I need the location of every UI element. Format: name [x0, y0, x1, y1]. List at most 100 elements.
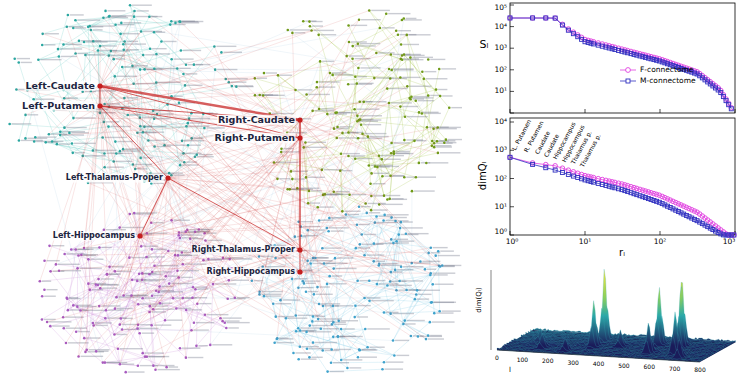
tiny-label-mark	[136, 16, 157, 17]
network-node-dot	[153, 31, 156, 34]
network-node-dot	[400, 43, 403, 46]
network-node-dot	[436, 140, 439, 143]
network-link	[50, 246, 110, 267]
network-node-dot	[108, 15, 111, 18]
tiny-label-mark	[174, 58, 194, 59]
network-node-dot	[353, 316, 356, 319]
tiny-label-mark	[108, 309, 124, 310]
tiny-label-mark	[12, 123, 32, 124]
tiny-label-mark	[179, 68, 190, 69]
network-node-dot	[425, 162, 428, 165]
network-node-dot	[388, 68, 391, 71]
tiny-label-mark	[384, 368, 403, 369]
tiny-label-mark	[225, 320, 240, 321]
network-link	[76, 51, 111, 54]
tiny-label-mark	[435, 284, 454, 285]
network-link	[186, 289, 196, 357]
tiny-label-mark	[188, 357, 203, 358]
tiny-label-mark	[27, 138, 47, 139]
network-link	[411, 99, 446, 140]
network-node-dot	[177, 254, 180, 257]
tiny-label-mark	[343, 328, 355, 329]
network-link	[73, 305, 105, 318]
network-link	[87, 285, 96, 350]
tiny-label-mark	[44, 296, 56, 297]
tiny-label-mark	[46, 289, 57, 290]
network-node-dot	[401, 19, 404, 22]
network-node-dot	[192, 286, 195, 289]
network-node-dot	[160, 40, 163, 43]
tiny-label-mark	[93, 29, 103, 30]
tiny-label-mark	[412, 97, 434, 98]
tiny-label-mark	[325, 305, 339, 306]
network-node-dot	[51, 140, 54, 143]
network-link	[43, 27, 67, 34]
network-node-dot	[379, 27, 382, 30]
network-node-dot	[373, 242, 376, 245]
tiny-label-mark	[404, 55, 425, 56]
network-node-dot	[174, 22, 177, 25]
network-link	[323, 281, 358, 306]
tiny-label-mark	[315, 342, 337, 343]
network-link	[391, 266, 439, 272]
tiny-label-mark	[217, 69, 237, 70]
tiny-label-mark	[145, 297, 155, 298]
network-node-dot	[427, 58, 430, 61]
tiny-label-mark	[78, 53, 88, 54]
tiny-label-mark	[62, 131, 85, 132]
network-node-dot	[129, 4, 132, 7]
tiny-label-mark	[154, 324, 172, 325]
network-node-dot	[263, 72, 266, 75]
tiny-label-mark	[288, 317, 307, 318]
network-node-dot	[337, 320, 340, 323]
network-link	[309, 22, 358, 68]
network-node-dot	[383, 361, 386, 364]
tiny-label-mark	[181, 277, 193, 278]
tiny-label-mark	[321, 108, 334, 109]
network-node-dot	[150, 324, 153, 327]
network-link	[138, 328, 394, 340]
network-node-dot	[351, 45, 354, 48]
network-node-dot	[115, 296, 118, 299]
tiny-label-mark	[396, 355, 409, 356]
network-link	[296, 331, 360, 350]
tiny-label-mark	[371, 10, 390, 11]
tiny-label-mark	[441, 68, 456, 69]
tiny-label-mark	[382, 27, 395, 28]
network-node-dot	[92, 322, 95, 325]
network-node-dot	[185, 309, 188, 312]
network-node-dot	[74, 19, 77, 22]
tiny-label-mark	[52, 325, 69, 326]
network-link	[424, 79, 432, 141]
network-node-dot	[119, 33, 122, 36]
network-node-dot	[433, 312, 436, 315]
tiny-label-mark	[123, 22, 141, 23]
network-link	[404, 55, 411, 97]
tiny-label-mark	[430, 59, 445, 60]
network-node-dot	[334, 112, 337, 115]
tiny-label-mark	[222, 317, 241, 318]
network-node-dot	[385, 12, 388, 15]
tiny-label-mark	[277, 342, 294, 343]
tiny-label-mark	[324, 247, 341, 248]
network-link	[384, 302, 431, 312]
network-node-dot	[104, 317, 107, 320]
network-node-dot	[41, 295, 44, 298]
tiny-label-mark	[58, 264, 80, 265]
network-node-dot	[94, 283, 97, 286]
network-link	[360, 117, 405, 120]
network-link	[75, 18, 103, 21]
network-link	[355, 281, 390, 317]
network-node-dot	[305, 331, 308, 334]
tiny-label-mark	[147, 356, 169, 357]
tiny-label-mark	[137, 10, 149, 11]
tiny-label-mark	[230, 298, 246, 299]
tiny-label-mark	[370, 346, 385, 347]
network-node-dot	[137, 364, 140, 367]
network-node-dot	[445, 138, 448, 141]
network-node-dot	[193, 63, 196, 66]
tiny-label-mark	[433, 302, 454, 303]
tiny-label-mark	[105, 362, 127, 363]
tiny-label-mark	[407, 320, 425, 321]
tiny-label-mark	[325, 194, 348, 195]
